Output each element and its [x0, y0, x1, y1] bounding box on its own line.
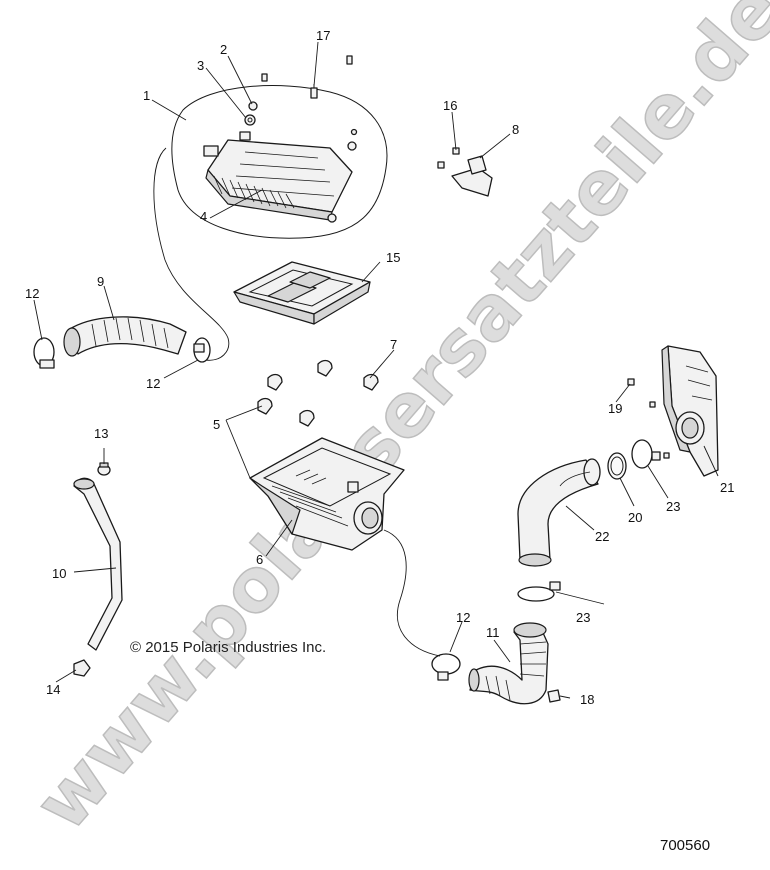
label-13: 13 — [94, 426, 108, 441]
part-6-airbox-base — [249, 437, 405, 551]
part-19-screw — [627, 378, 670, 459]
label-4: 4 — [200, 209, 207, 224]
part-3-grommet — [244, 114, 256, 126]
label-2: 2 — [220, 42, 227, 57]
part-7-clip — [267, 359, 379, 391]
label-5: 5 — [213, 417, 220, 432]
callout-labels: 1 2 3 4 5 6 7 8 9 10 11 12 12 12 13 14 1… — [25, 28, 734, 707]
cover-grommet-2 — [327, 213, 337, 223]
label-21: 21 — [720, 480, 734, 495]
part-5-clip — [257, 397, 315, 427]
label-20: 20 — [628, 510, 642, 525]
part-2-grommet — [248, 101, 258, 111]
part-12-clamp-left — [33, 337, 55, 369]
label-11: 11 — [486, 625, 500, 640]
label-14: 14 — [46, 682, 60, 697]
label-23-upper: 23 — [666, 499, 680, 514]
part-9-intake-hose — [63, 316, 187, 357]
part-21-inlet-duct — [661, 345, 719, 477]
label-10: 10 — [52, 566, 66, 581]
part-23-clamp-lower — [517, 581, 561, 602]
label-18: 18 — [580, 692, 594, 707]
label-17: 17 — [316, 28, 330, 43]
part-10-drain-hose — [73, 477, 123, 651]
label-3: 3 — [197, 58, 204, 73]
routing-leader-1 — [153, 147, 230, 361]
part-4-airbox-cover — [203, 131, 353, 221]
part-8-bracket — [437, 147, 493, 197]
part-12-clamp-mid — [193, 337, 211, 363]
part-20-clamp — [607, 452, 627, 480]
part-18-bolt — [547, 689, 561, 703]
label-15: 15 — [386, 250, 400, 265]
copyright-notice: © 2015 Polaris Industries Inc. — [130, 639, 326, 656]
routing-leader-2 — [383, 529, 441, 657]
label-12-left: 12 — [25, 286, 39, 301]
cover-grommet-3 — [350, 128, 358, 136]
label-22: 22 — [595, 529, 609, 544]
label-8: 8 — [512, 122, 519, 137]
label-12-lower: 12 — [456, 610, 470, 625]
label-16: 16 — [443, 98, 457, 113]
label-9: 9 — [97, 274, 104, 289]
part-22-intake-tube — [517, 458, 601, 567]
label-19: 19 — [608, 401, 622, 416]
part-1-cover-assembly — [171, 85, 388, 239]
part-17-screw — [261, 55, 353, 99]
label-12-mid: 12 — [146, 376, 160, 391]
part-13-clamp — [97, 462, 111, 476]
part-14-valve — [73, 659, 91, 677]
part-12-clamp-lower — [431, 653, 461, 681]
part-11-lower-hose — [468, 622, 549, 705]
leader-lines — [33, 41, 719, 699]
cover-grommet-1 — [347, 141, 357, 151]
part-15-air-filter — [233, 261, 371, 325]
label-23-lower: 23 — [576, 610, 590, 625]
label-1: 1 — [143, 88, 150, 103]
watermark-text: www.polarisersatzteile.de — [19, 0, 770, 847]
label-7: 7 — [390, 337, 397, 352]
label-6: 6 — [256, 552, 263, 567]
diagram-number: 700560 — [660, 837, 710, 854]
part-23-clamp-upper — [631, 439, 661, 469]
